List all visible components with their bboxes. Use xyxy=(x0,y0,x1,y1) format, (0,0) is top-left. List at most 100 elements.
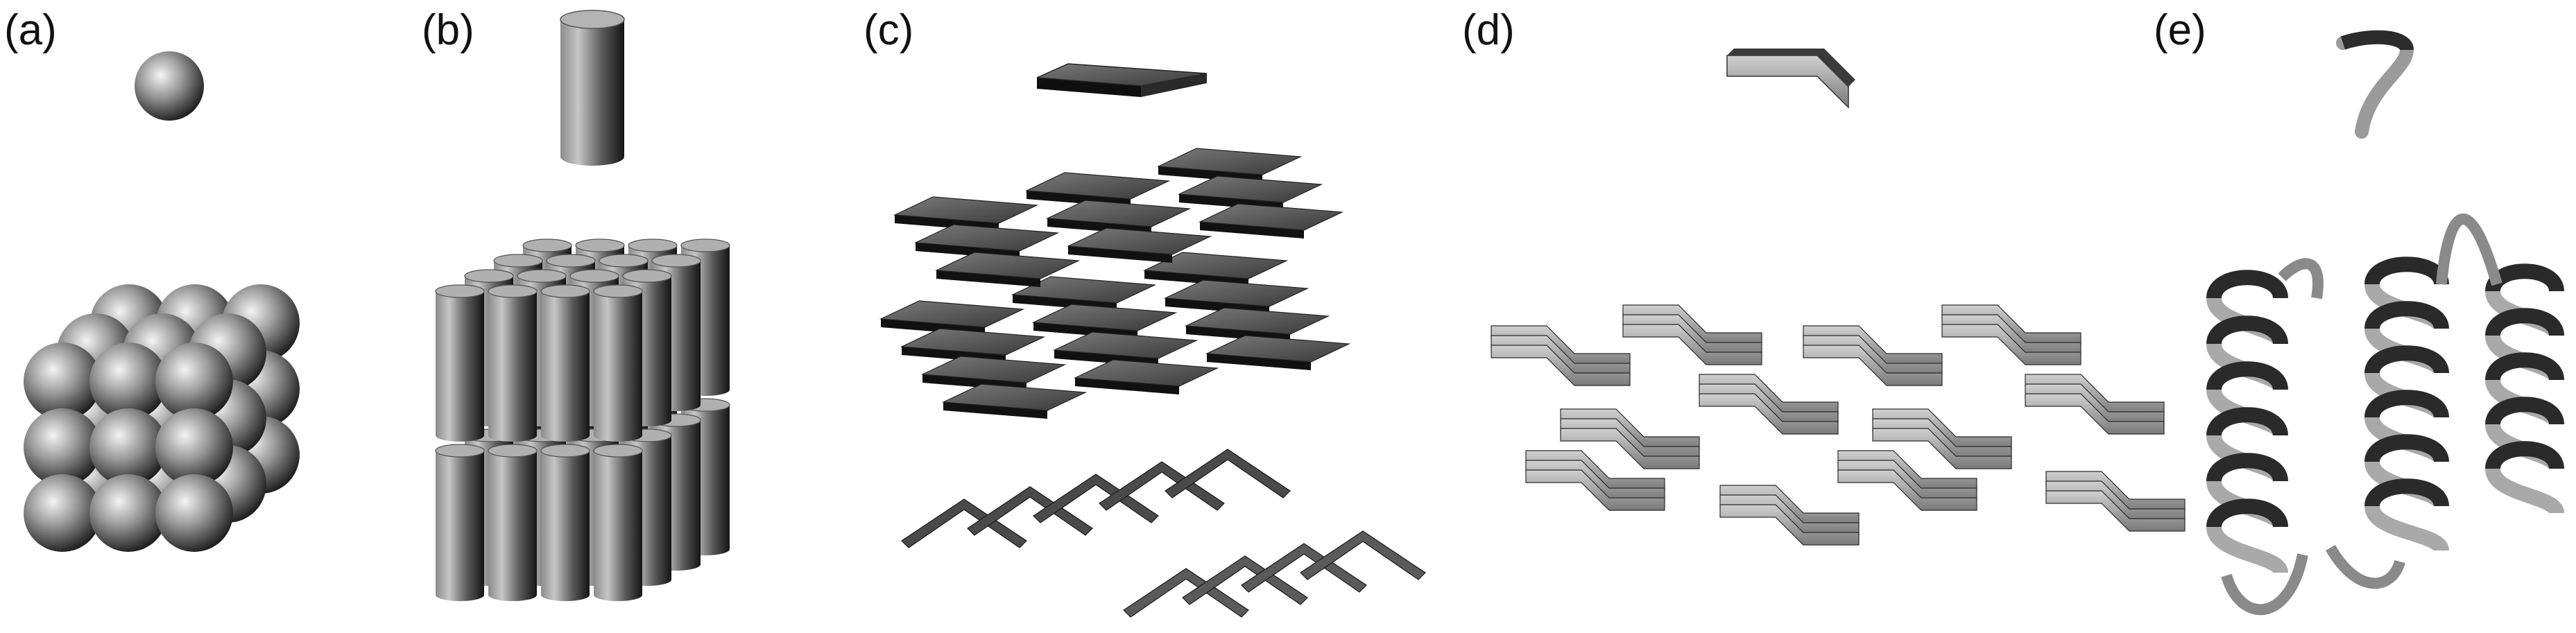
sphere xyxy=(24,408,101,486)
plate xyxy=(900,328,1046,356)
loop xyxy=(2221,553,2308,616)
cylinder-base xyxy=(541,589,590,601)
plate xyxy=(1066,227,1212,255)
cylinder-base xyxy=(436,429,484,442)
plate xyxy=(913,224,1060,252)
plate xyxy=(1052,331,1199,359)
plate xyxy=(893,196,1039,224)
helix-back-turn xyxy=(2206,315,2288,345)
helix-back-turn xyxy=(2206,407,2288,437)
chevron-strip xyxy=(1803,345,1943,386)
loop xyxy=(2278,258,2324,300)
chevron-strip-icon xyxy=(1726,49,1855,109)
helix-back-turn xyxy=(2485,263,2564,293)
panel-a xyxy=(24,51,300,552)
chevron-strip xyxy=(1941,324,2081,365)
helix-back-turn xyxy=(2485,397,2564,426)
plate xyxy=(920,356,1067,383)
plate xyxy=(1156,148,1303,175)
plate-edge xyxy=(936,270,1040,287)
cylinder-base xyxy=(488,429,537,442)
plate xyxy=(934,252,1081,279)
folded-plate xyxy=(1300,530,1426,580)
panel-d xyxy=(1491,49,2186,546)
cylinder-top xyxy=(488,444,538,458)
folded-plates-assembly xyxy=(901,449,1426,618)
cylinder-top xyxy=(599,254,649,268)
cylinder-body xyxy=(594,291,642,435)
folded-plate xyxy=(1099,461,1225,511)
folded-plate xyxy=(1123,568,1249,618)
helix-ribbon-icon xyxy=(2336,30,2414,139)
cylinder-top xyxy=(464,269,514,283)
panel-label-c: (c) xyxy=(864,6,913,54)
chevron-strip xyxy=(1622,324,1762,365)
chevron-strip xyxy=(2045,490,2186,532)
plate-edge xyxy=(1075,378,1179,394)
cylinder-body xyxy=(436,291,484,435)
cylinder-top xyxy=(435,284,485,298)
cylinder-body xyxy=(541,451,590,595)
panel-label-d: (d) xyxy=(1462,6,1515,54)
helix-back-turn xyxy=(2485,441,2564,470)
plate xyxy=(1073,359,1219,387)
loop xyxy=(2436,214,2502,286)
helix-back-turn xyxy=(2364,478,2449,508)
cylinder-base xyxy=(594,429,642,442)
helix-front-turn xyxy=(2206,526,2288,575)
chevron-strip xyxy=(1719,504,1860,546)
plate xyxy=(879,300,1025,328)
helix-back-turn xyxy=(2485,352,2564,381)
sphere xyxy=(89,342,167,420)
plate xyxy=(941,383,1088,411)
sphere xyxy=(89,474,167,552)
helix-back-turn xyxy=(2206,270,2288,300)
plate-layers-assembly xyxy=(879,148,1351,419)
helix-bundle-assembly xyxy=(2206,214,2564,616)
loop xyxy=(2326,544,2405,589)
cylinder-body xyxy=(488,451,537,595)
cylinder-top xyxy=(622,269,672,283)
cylinder-top xyxy=(651,254,701,268)
sphere-icon xyxy=(135,51,204,121)
plate xyxy=(1024,172,1171,200)
plate xyxy=(1198,203,1344,231)
helix-front-turn xyxy=(2364,504,2449,553)
sphere-cube-assembly xyxy=(24,284,300,552)
cylinder-body xyxy=(488,291,537,435)
cylinder-top xyxy=(628,239,678,252)
cylinder-top xyxy=(569,269,619,283)
helix-back-turn xyxy=(2364,390,2449,419)
plate-edge xyxy=(1068,246,1172,263)
panel-label-b: (b) xyxy=(422,6,474,54)
cylinder-base xyxy=(594,589,642,601)
cylinder-base xyxy=(436,589,484,601)
helix-back-turn xyxy=(2206,498,2288,528)
sphere xyxy=(155,342,233,420)
panel-b xyxy=(435,10,730,601)
chevron-strip xyxy=(1491,345,1631,386)
folded-plate xyxy=(1165,449,1291,498)
cylinder-body xyxy=(436,451,484,595)
sphere xyxy=(155,474,233,552)
panel-c xyxy=(879,63,1426,618)
chevron-strip xyxy=(1560,428,1700,469)
panel-label-e: (e) xyxy=(2154,6,2206,54)
sphere xyxy=(155,408,233,486)
helix-back-turn xyxy=(2364,434,2449,463)
cylinder-body xyxy=(541,291,590,435)
plate-icon xyxy=(1036,63,1208,97)
cylinder-top xyxy=(680,239,730,252)
sphere xyxy=(24,474,101,552)
helix-back-turn xyxy=(2364,345,2449,374)
helix-back-turn xyxy=(2364,301,2449,330)
folded-plate xyxy=(1182,555,1308,605)
cylinder-base xyxy=(541,429,590,442)
plate-edge xyxy=(1200,222,1304,239)
panel-label-a: (a) xyxy=(4,6,57,54)
cylinder-top xyxy=(575,239,625,252)
cylinder-top xyxy=(488,284,538,298)
chevron-lattice-assembly xyxy=(1491,304,2186,546)
folded-plate xyxy=(1033,474,1159,523)
helix-back-turn xyxy=(2206,361,2288,391)
